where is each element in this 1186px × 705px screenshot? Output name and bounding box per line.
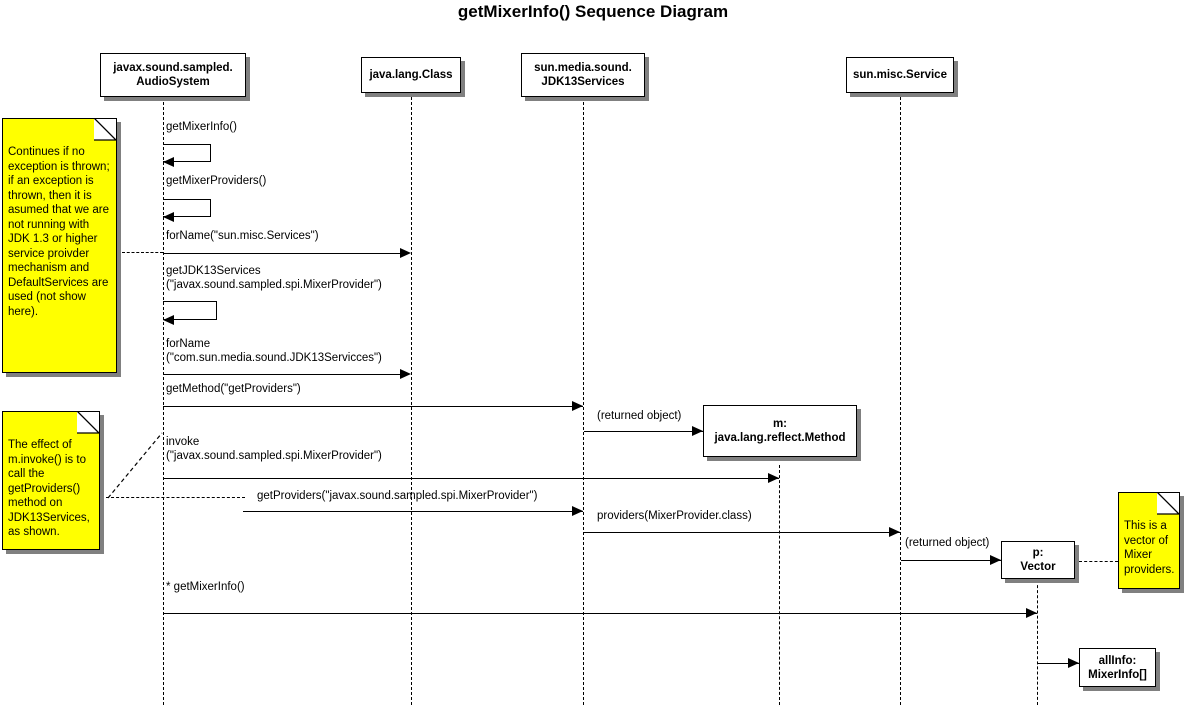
- note-fold-icon: [1157, 493, 1179, 515]
- arrowhead-m9: [572, 506, 583, 516]
- arrowhead-m5: [400, 369, 411, 379]
- message-label-m2: getMixerProviders(): [166, 175, 267, 187]
- object-vector[interactable]: p: Vector: [1001, 541, 1075, 579]
- participant-label: sun.misc.Service: [853, 69, 947, 81]
- arrowhead-m1: [163, 157, 174, 167]
- message-label-m10: providers(MixerProvider.class): [597, 510, 752, 522]
- arrowhead-m10: [889, 527, 900, 537]
- participant-label: sun.media.sound. JDK13Services: [534, 62, 632, 88]
- self-call-m1: [163, 144, 211, 162]
- arrowhead-m12: [1026, 608, 1037, 618]
- participant-label: java.lang.Class: [369, 69, 453, 81]
- arrowhead-m2: [163, 212, 174, 222]
- message-label-m8: invoke ("javax.sound.sampled.spi.MixerPr…: [166, 436, 382, 462]
- note-connector-invoke-horizontal: [106, 497, 245, 498]
- object-allinfo[interactable]: allInfo: MixerInfo[]: [1079, 648, 1156, 687]
- note-fold-icon: [77, 412, 99, 434]
- message-label-m1: getMixerInfo(): [166, 121, 237, 133]
- lifeline-vector-object: [1037, 580, 1038, 705]
- message-line-m12: [163, 613, 1037, 614]
- message-line-m13: [1037, 663, 1079, 664]
- arrowhead-m7: [692, 426, 703, 436]
- message-line-m8: [163, 478, 779, 479]
- note-exception[interactable]: Continues if no exception is thrown; if …: [2, 118, 117, 373]
- arrowhead-m11: [990, 555, 1001, 565]
- lifeline-jdk13services: [583, 97, 584, 705]
- arrowhead-m8: [768, 473, 779, 483]
- message-line-m9: [243, 511, 583, 512]
- lifeline-javalangclass: [411, 97, 412, 705]
- object-label: allInfo: MixerInfo[]: [1088, 654, 1147, 681]
- message-label-m5: forName ("com.sun.media.sound.JDK13Servi…: [166, 338, 382, 364]
- participant-jdk13services[interactable]: sun.media.sound. JDK13Services: [521, 53, 645, 97]
- arrowhead-m13: [1068, 658, 1079, 668]
- note-vector[interactable]: This is a vector of Mixer providers.: [1118, 492, 1180, 589]
- message-line-m3: [163, 253, 403, 254]
- message-line-m5: [163, 374, 403, 375]
- message-label-m4: getJDK13Services ("javax.sound.sampled.s…: [166, 265, 382, 291]
- object-method[interactable]: m: java.lang.reflect.Method: [703, 405, 857, 457]
- participant-label: javax.sound.sampled. AudioSystem: [113, 62, 233, 88]
- arrowhead-m4: [163, 315, 174, 325]
- message-label-m9: getProviders("javax.sound.sampled.spi.Mi…: [257, 490, 538, 502]
- note-text: Continues if no exception is thrown; if …: [8, 146, 110, 318]
- object-label: m: java.lang.reflect.Method: [714, 418, 846, 444]
- note-connector-invoke-diagonal: [107, 432, 163, 499]
- arrowhead-m6: [572, 401, 583, 411]
- message-label-m6: getMethod("getProviders"): [166, 383, 301, 395]
- object-label: p: Vector: [1020, 547, 1056, 573]
- page-title: getMixerInfo() Sequence Diagram: [457, 2, 729, 21]
- lifeline-method-object: [779, 465, 780, 705]
- arrowhead-m3: [400, 248, 411, 258]
- message-line-m11: [901, 560, 1001, 561]
- note-fold-icon: [94, 119, 116, 141]
- message-line-m7: [584, 431, 703, 432]
- self-call-m4: [163, 301, 217, 320]
- note-connector-vector: [1079, 561, 1118, 562]
- note-invoke[interactable]: The effect of m.invoke() is to call the …: [2, 411, 100, 550]
- message-label-m12: * getMixerInfo(): [166, 581, 245, 593]
- lifeline-audiosystem: [163, 97, 164, 705]
- message-line-m6: [163, 406, 583, 407]
- message-label-m3: forName("sun.misc.Services"): [166, 230, 319, 242]
- note-connector-exception: [122, 252, 163, 253]
- message-label-m11: (returned object): [905, 537, 990, 549]
- participant-javalangclass[interactable]: java.lang.Class: [361, 57, 461, 93]
- message-label-m7: (returned object): [597, 410, 682, 422]
- lifeline-sunmiscservice: [900, 97, 901, 705]
- participant-audiosystem[interactable]: javax.sound.sampled. AudioSystem: [100, 53, 246, 97]
- participant-sunmiscservice[interactable]: sun.misc.Service: [846, 57, 954, 93]
- note-text: This is a vector of Mixer providers.: [1124, 520, 1175, 576]
- message-line-m10: [583, 532, 900, 533]
- self-call-m2: [163, 199, 211, 217]
- note-text: The effect of m.invoke() is to call the …: [8, 439, 90, 538]
